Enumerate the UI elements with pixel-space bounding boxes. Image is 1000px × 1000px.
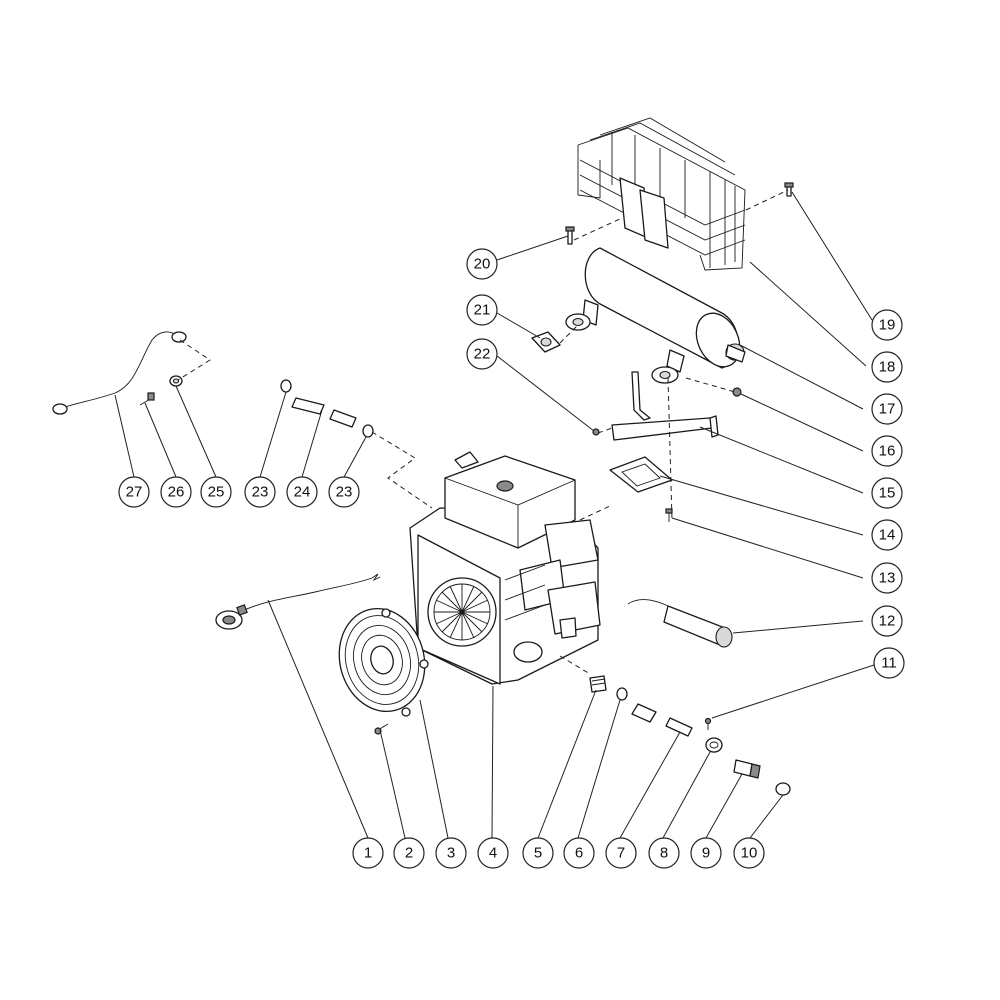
- svg-text:20: 20: [474, 256, 491, 273]
- callout-22: 22: [466, 338, 498, 370]
- callout-11: 11: [873, 647, 905, 679]
- callout-19: 19: [871, 309, 903, 341]
- callout-2: 2: [393, 837, 425, 869]
- svg-text:19: 19: [879, 317, 896, 334]
- fan-guard: [338, 607, 429, 717]
- svg-text:12: 12: [879, 613, 896, 630]
- hose-7: [631, 703, 693, 737]
- washer-25: [169, 375, 183, 387]
- callout-16: 16: [871, 435, 903, 467]
- callout-24: 24: [286, 476, 318, 508]
- bolt-13: [665, 508, 673, 522]
- svg-text:15: 15: [879, 485, 896, 502]
- fitting-9: [733, 759, 761, 779]
- screw-11: [704, 717, 712, 730]
- callout-5: 5: [522, 837, 554, 869]
- svg-text:13: 13: [879, 570, 896, 587]
- svg-text:23: 23: [336, 484, 353, 501]
- bolt-19: [784, 182, 794, 197]
- callout-25: 25: [200, 476, 232, 508]
- callout-14: 14: [871, 519, 903, 551]
- svg-text:23: 23: [252, 484, 269, 501]
- bolt-20: [565, 226, 575, 245]
- callout-9: 9: [690, 837, 722, 869]
- svg-text:17: 17: [879, 401, 896, 418]
- svg-text:14: 14: [879, 527, 896, 544]
- wire-harness: [215, 573, 381, 630]
- callout-17: 17: [871, 393, 903, 425]
- svg-text:21: 21: [474, 302, 491, 319]
- callout-7: 7: [605, 837, 637, 869]
- callout-12: 12: [871, 605, 903, 637]
- nut-16: [732, 387, 742, 397]
- svg-text:2: 2: [405, 845, 413, 862]
- callout-20: 20: [466, 248, 498, 280]
- callout-10: 10: [733, 837, 765, 869]
- callout-26: 26: [160, 476, 192, 508]
- clamp-8: [705, 737, 723, 753]
- svg-text:11: 11: [881, 655, 897, 672]
- callout-23-right: 23: [328, 476, 360, 508]
- callout-21: 21: [466, 294, 498, 326]
- svg-text:25: 25: [208, 484, 225, 501]
- pipe-assembly-12: [627, 599, 733, 648]
- svg-text:9: 9: [702, 845, 710, 862]
- svg-text:27: 27: [126, 484, 143, 501]
- svg-text:6: 6: [575, 845, 583, 862]
- o-ring-23-bottom: [362, 424, 374, 438]
- callout-15: 15: [871, 477, 903, 509]
- callout-1: 1: [352, 837, 384, 869]
- assembly-dashed-lines: [177, 189, 789, 675]
- hose-24: [291, 397, 357, 428]
- svg-text:1: 1: [364, 845, 372, 862]
- cable-27: [52, 331, 187, 415]
- gasket: [531, 331, 561, 353]
- svg-text:8: 8: [660, 845, 668, 862]
- svg-text:4: 4: [489, 845, 497, 862]
- svg-text:22: 22: [474, 346, 491, 363]
- callout-13: 13: [871, 562, 903, 594]
- svg-text:3: 3: [447, 845, 455, 862]
- fitting-5: [589, 675, 607, 693]
- svg-text:7: 7: [617, 845, 625, 862]
- bolt-26: [139, 392, 155, 406]
- svg-text:18: 18: [879, 359, 896, 376]
- mounting-plate: [609, 456, 673, 493]
- screw-2: [374, 723, 389, 735]
- leader-lines: [114, 191, 875, 839]
- callout-18: 18: [871, 351, 903, 383]
- callout-6: 6: [563, 837, 595, 869]
- screw-22: [592, 428, 600, 436]
- svg-text:10: 10: [741, 845, 758, 862]
- svg-text:24: 24: [294, 484, 311, 501]
- muffler-bracket: [611, 371, 719, 441]
- engine: [409, 451, 601, 685]
- svg-text:26: 26: [168, 484, 185, 501]
- callout-27: 27: [118, 476, 150, 508]
- svg-text:16: 16: [879, 443, 896, 460]
- o-ring-23-top: [280, 379, 292, 393]
- callout-23-left: 23: [244, 476, 276, 508]
- muffler: [565, 247, 746, 384]
- svg-text:5: 5: [534, 845, 542, 862]
- callout-8: 8: [648, 837, 680, 869]
- muffler-guard-cage: [577, 117, 746, 271]
- cap-10: [775, 782, 791, 796]
- o-ring-6: [616, 687, 628, 701]
- callout-3: 3: [435, 837, 467, 869]
- callout-4: 4: [477, 837, 509, 869]
